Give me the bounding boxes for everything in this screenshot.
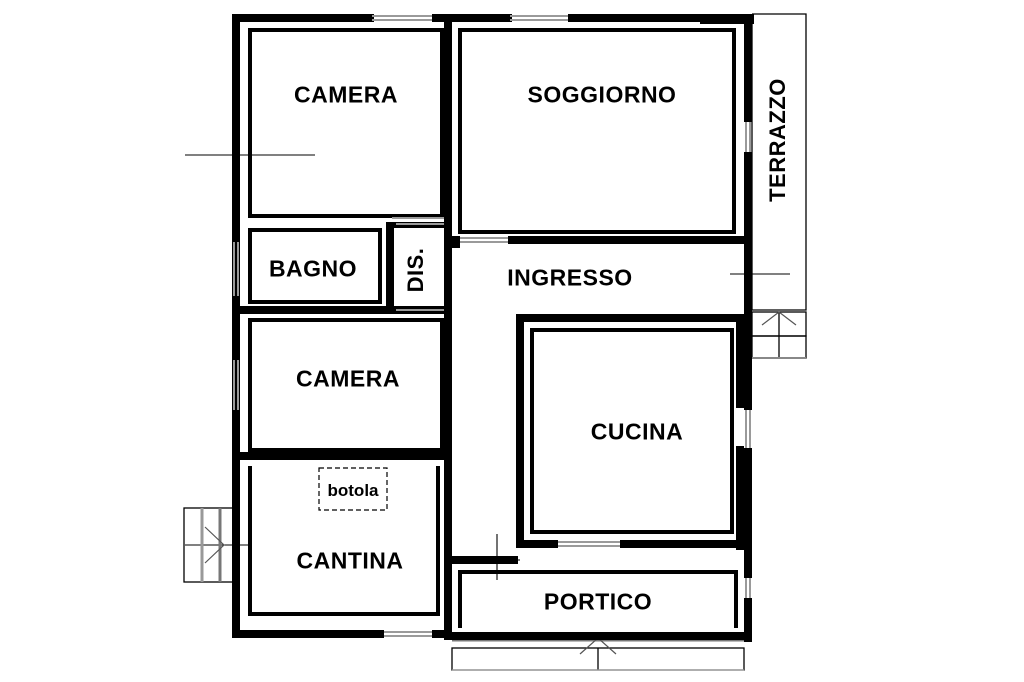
botola-hatch-box [318, 467, 388, 511]
openings [233, 15, 751, 637]
portico-bottom-steps [451, 637, 745, 671]
entrance-stairs-right [751, 311, 807, 359]
axis-guide-lines [185, 154, 790, 580]
terrazzo-outline [751, 13, 807, 311]
wall-structure [232, 14, 754, 642]
